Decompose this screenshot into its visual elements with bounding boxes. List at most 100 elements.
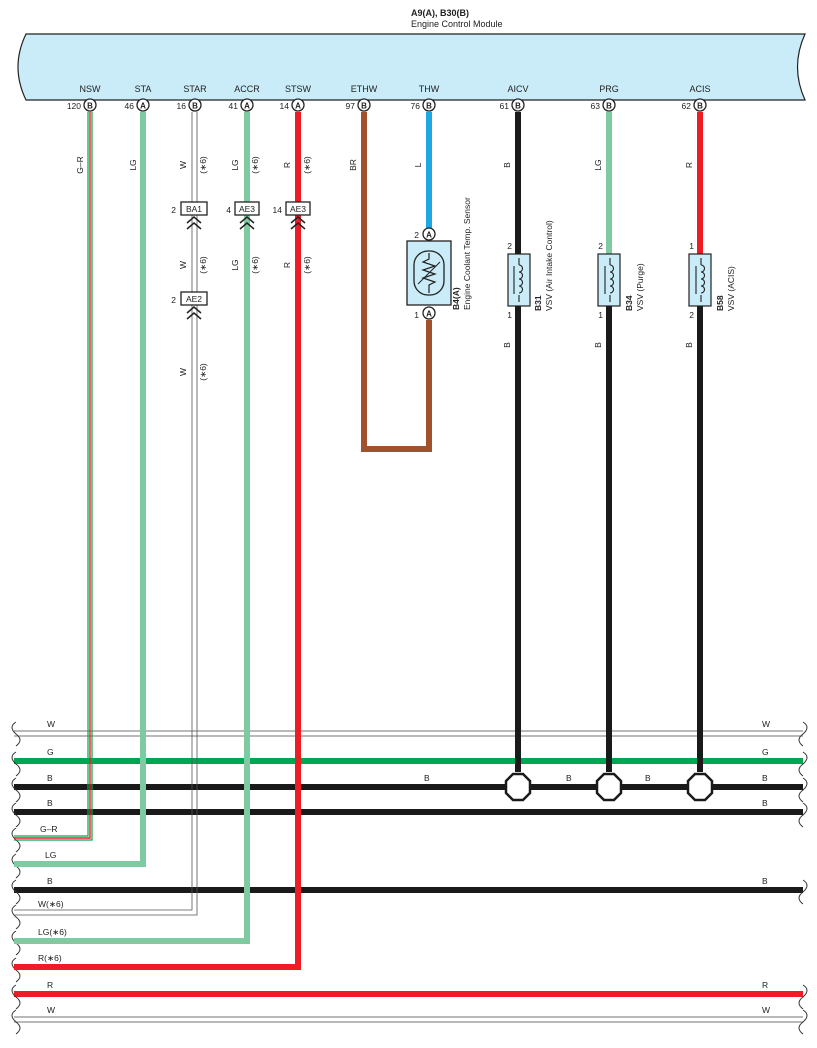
svg-text:A: A [244, 102, 250, 111]
terminal-circles: B A B A A B B B B B [83, 98, 707, 112]
terminal-pin-prg: 63 [591, 101, 601, 111]
bus-label-lg-left: LG [45, 850, 56, 860]
terminal-circle-sta: A [136, 98, 150, 112]
left-break-marks [11, 721, 21, 1035]
vsv-aicv-pin-top: 2 [507, 241, 512, 251]
junction-id-ae2: AE2 [186, 294, 202, 304]
terminal-circle-nsw: B [83, 98, 97, 112]
vsv-aicv-name: VSV (Air Intake Control) [544, 220, 554, 311]
splice-prg [595, 772, 623, 802]
svg-text:B: B [87, 102, 93, 111]
bus-label-r-left: R [47, 980, 53, 990]
bus-label-w1-left: W [47, 719, 55, 729]
junction-id-ae3-14: AE3 [290, 204, 306, 214]
bus-label-gr-left: G–R [40, 824, 57, 834]
label-stsw-color-mid: R [282, 262, 292, 268]
label-star-note-top: (∗6) [198, 156, 208, 174]
bus-label-lg6-left: LG(∗6) [38, 927, 67, 937]
terminal-name-ethw: ETHW [351, 84, 378, 94]
label-star-color-top: W [178, 161, 188, 169]
label-stsw-color-top: R [282, 162, 292, 168]
wire-ethw [361, 112, 432, 452]
connector-chevron-icon [239, 216, 255, 230]
vertical-wire-labels: G–R LG W (∗6) W (∗6) W (∗6) LG (∗6) LG (… [75, 156, 694, 381]
terminal-circle-star: B [188, 98, 202, 112]
label-star-note-low: (∗6) [198, 363, 208, 381]
splice-acis [686, 772, 714, 802]
label-star-color-mid: W [178, 261, 188, 269]
vsv-prg-pin-bottom: 1 [598, 310, 603, 320]
label-ethw-color: BR [348, 159, 358, 171]
bus-label-b3-left: B [47, 876, 53, 886]
bus-label-b2-right: B [762, 798, 768, 808]
vsv-acis-pin-bottom: 2 [689, 310, 694, 320]
label-accr-color-mid: LG [230, 259, 240, 270]
bus-lines [14, 730, 803, 1023]
sensor-name: Engine Coolant Temp. Sensor [462, 197, 472, 310]
bus-label-b1-mid1: B [424, 773, 430, 783]
splice-aicv [504, 772, 532, 802]
terminal-circle-thw: B [422, 98, 436, 112]
bus-label-w6-left: W(∗6) [38, 899, 64, 909]
connector-chevron-icon [186, 306, 202, 320]
label-aicv-color-top: B [502, 162, 512, 168]
svg-text:B: B [606, 102, 612, 111]
bus-label-b1-mid3: B [645, 773, 651, 783]
terminal-circle-acis: B [693, 98, 707, 112]
junction-connector-ba1: 2 BA1 [171, 201, 208, 230]
terminal-name-thw: THW [419, 84, 440, 94]
junction-id-ba1: BA1 [186, 204, 202, 214]
vsv-prg-code: B34 [624, 295, 634, 311]
wire-sta [14, 112, 146, 867]
connector-chevron-icon [186, 216, 202, 230]
bus-label-w2-right: W [762, 1005, 770, 1015]
vsv-prg-name: VSV (Purge) [635, 263, 645, 311]
label-thw-color: L [413, 162, 423, 167]
bus-label-b3-right: B [762, 876, 768, 886]
terminal-pin-thw: 76 [411, 101, 421, 111]
label-prg-color-top: LG [593, 159, 603, 170]
terminal-pin-aicv: 61 [500, 101, 510, 111]
junction-pin-ae3-14: 14 [273, 205, 283, 215]
vsv-aicv: 2 1 B31 VSV (Air Intake Control) [507, 220, 554, 320]
terminal-circle-aicv: B [511, 98, 525, 112]
ecm-module-box [17, 33, 806, 101]
label-accr-color-top: LG [230, 159, 240, 170]
label-star-note-mid: (∗6) [198, 256, 208, 274]
junction-connector-ae3-4: 4 AE3 [226, 201, 260, 230]
bus-label-r-right: R [762, 980, 768, 990]
label-aicv-color-bottom: B [502, 342, 512, 348]
bus-labels: W W G G B B B B B B B G–R LG B B W(∗6) L… [38, 719, 770, 1015]
module-name: Engine Control Module [411, 19, 503, 29]
bus-label-b1-mid2: B [566, 773, 572, 783]
wire-accr [14, 112, 250, 944]
svg-text:B: B [515, 102, 521, 111]
module-connector-ids: A9(A), B30(B) [411, 8, 469, 18]
thermistor-icon [421, 253, 437, 293]
solenoid-coil-icon [513, 258, 524, 302]
bus-label-w1-right: W [762, 719, 770, 729]
terminal-pin-sta: 46 [125, 101, 135, 111]
wire-nsw [14, 112, 93, 841]
junction-id-ae3-4: AE3 [239, 204, 255, 214]
terminal-pin-stsw: 14 [280, 101, 290, 111]
sensor-pin-top-conn: A [426, 231, 432, 240]
terminal-pin-nsw: 120 [67, 101, 81, 111]
bus-label-b1-right: B [762, 773, 768, 783]
label-nsw-color: G–R [75, 156, 85, 173]
terminal-name-accr: ACCR [234, 84, 260, 94]
svg-text:A: A [295, 102, 301, 111]
terminal-circle-prg: B [602, 98, 616, 112]
terminal-pin-star: 16 [177, 101, 187, 111]
svg-text:A: A [140, 102, 146, 111]
terminal-name-aicv: AICV [507, 84, 528, 94]
svg-text:B: B [426, 102, 432, 111]
vsv-prg-pin-top: 2 [598, 241, 603, 251]
junction-connector-ae2: 2 AE2 [171, 291, 208, 320]
vsv-aicv-code: B31 [533, 295, 543, 311]
vsv-acis: 1 2 B58 VSV (ACIS) [688, 241, 736, 320]
junction-pin-ae3-4: 4 [226, 205, 231, 215]
bus-label-w2-left: W [47, 1005, 55, 1015]
